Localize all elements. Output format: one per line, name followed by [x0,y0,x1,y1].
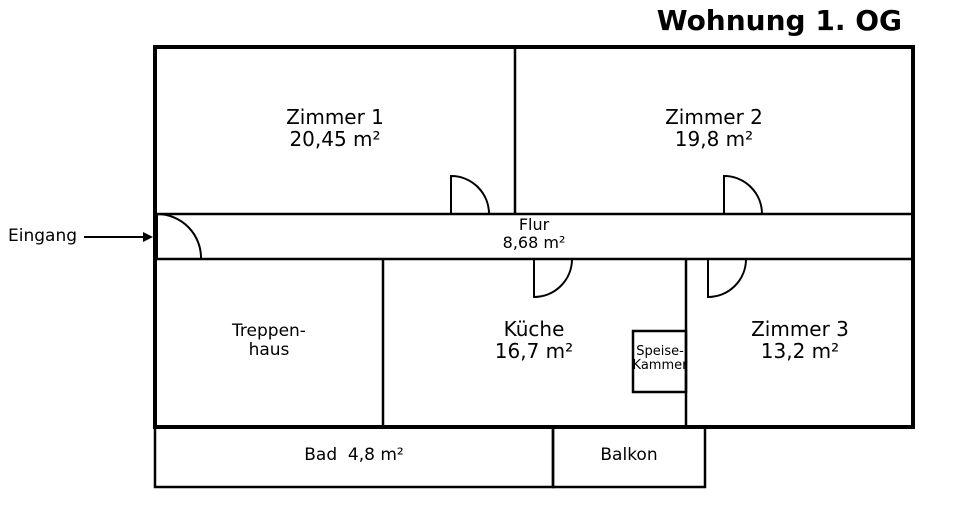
room-name: Flur [518,215,550,234]
room-area: 16,7 m² [494,339,574,363]
room-area: 13,2 m² [760,339,840,363]
room-zimmer3: Zimmer 3 13,2 m² [700,318,900,362]
room-name-line2: haus [248,339,290,360]
room-name-line1: Speise- [636,344,684,359]
door-zimmer3 [707,258,747,299]
speisekammer-box [631,329,688,394]
room-name-line2: Kammer [632,358,688,374]
door-zimmer2 [723,174,763,215]
room-area: 20,45 m² [289,127,381,151]
room-name: Zimmer 1 [286,105,384,129]
room-zimmer2: Zimmer 2 19,8 m² [614,106,814,150]
room-balkon: Balkon [600,445,658,465]
door-kueche [533,258,573,299]
page-title: Wohnung 1. OG [656,4,902,37]
room-bad: Bad 4,8 m² [304,445,404,465]
room-area: 8,68 m² [502,232,566,252]
room-treppenhaus: Treppen- haus [209,322,329,359]
room-name: Zimmer 2 [665,105,763,129]
room-flur: Flur 8,68 m² [474,216,594,251]
room-name: Zimmer 3 [751,317,849,341]
entrance-arrowhead [143,232,153,242]
room-speisekammer: Speise- Kammer [628,344,692,374]
room-zimmer1: Zimmer 1 20,45 m² [235,106,435,150]
entrance-label: Eingang [8,226,78,246]
balkon-box [551,425,707,489]
door-eingang [156,213,203,260]
room-name: Küche [503,317,565,341]
room-area: 19,8 m² [674,127,754,151]
room-kueche: Küche 16,7 m² [434,318,634,362]
room-name-line1: Treppen- [232,321,306,341]
door-zimmer1 [450,174,490,215]
